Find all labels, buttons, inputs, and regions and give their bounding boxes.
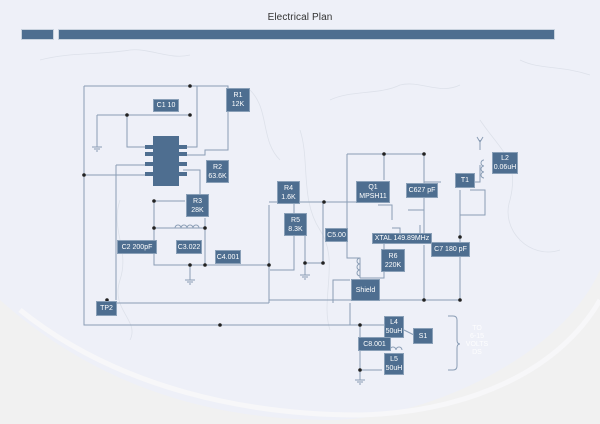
r6-value: 220K (384, 261, 402, 269)
xtal-label: XTAL 149.89MHz (374, 235, 430, 242)
r3-name: R3 (193, 197, 202, 205)
q1-name: Q1 (368, 184, 378, 191)
capacitor-c2[interactable]: C2 200pF (117, 240, 157, 254)
ic-pin (179, 172, 187, 176)
r5-value: 8.3K (288, 225, 303, 233)
transistor-q1[interactable]: Q1 MPSH11 (356, 181, 390, 203)
resistor-r2[interactable]: R2 63.6K (206, 160, 229, 183)
supply-note-line: 6-15 (469, 333, 484, 340)
resistor-r1[interactable]: R1 12K (226, 88, 250, 112)
switch-s1[interactable]: S1 (413, 328, 433, 344)
r4-name: R4 (284, 184, 293, 192)
c6-label: C627 pF (408, 187, 436, 194)
supply-note-line: TO (472, 325, 482, 332)
r2-value: 63.6K (208, 172, 227, 180)
ic-chip[interactable] (153, 136, 179, 186)
inductor-l4[interactable]: L4 50uH (384, 316, 404, 338)
ic-pin (145, 172, 153, 176)
r4-value: 1.6K (281, 193, 296, 201)
t1-label: T1 (460, 177, 470, 184)
c4-label: C4.001 (216, 253, 240, 261)
header-bar-main (58, 29, 555, 40)
resistor-r4[interactable]: R4 1.6K (277, 181, 300, 204)
c1-label: C1 10 (156, 102, 176, 109)
l2-name: L2 (501, 155, 509, 162)
inductor-l5[interactable]: L5 50uH (384, 353, 404, 375)
ic-pin (145, 145, 153, 149)
shield-label: Shield (355, 286, 376, 294)
supply-note: TO 6-15 VOLTS DS (462, 325, 492, 357)
resistor-r3[interactable]: R3 28K (186, 194, 209, 217)
r1-name: R1 (233, 92, 243, 99)
resistor-r6[interactable]: R6 220K (381, 249, 405, 272)
ic-pin (179, 152, 187, 156)
transformer-t1[interactable]: T1 (455, 173, 475, 188)
page-title: Electrical Plan (267, 12, 333, 23)
capacitor-c3[interactable]: C3.022 (176, 240, 202, 254)
capacitor-c5[interactable]: C5.00 (325, 228, 348, 242)
header-bar-left (21, 29, 54, 40)
c7-label: C7 180 pF (434, 246, 467, 253)
r2-name: R2 (213, 163, 222, 171)
q1-value: MPSH11 (359, 193, 387, 200)
c8-label: C8.001 (363, 340, 386, 348)
crystal-xtal[interactable]: XTAL 149.89MHz (372, 233, 432, 244)
l5-name: L5 (390, 356, 398, 363)
r1-value: 12K (231, 101, 245, 108)
r6-name: R6 (388, 252, 398, 260)
inductor-l2[interactable]: L2 0.06uH (492, 152, 518, 174)
capacitor-c7[interactable]: C7 180 pF (431, 242, 470, 257)
capacitor-c8[interactable]: C8.001 (358, 337, 391, 351)
c5-label: C5.00 (327, 231, 346, 239)
test-point-tp2[interactable]: TP2 (96, 301, 117, 316)
ic-pin (179, 145, 187, 149)
r3-value: 28K (191, 206, 204, 214)
capacitor-c4[interactable]: C4.001 (215, 250, 241, 264)
r5-name: R5 (291, 216, 300, 224)
tp2-label: TP2 (100, 305, 113, 312)
ic-pin (145, 162, 153, 166)
capacitor-c1[interactable]: C1 10 (153, 99, 179, 112)
capacitor-c6[interactable]: C627 pF (406, 183, 438, 198)
shield[interactable]: Shield (351, 279, 380, 301)
ic-pin (179, 162, 187, 166)
ic-pin (145, 152, 153, 156)
l4-name: L4 (390, 319, 398, 326)
l4-value: 50uH (385, 328, 403, 335)
l5-value: 50uH (385, 365, 403, 372)
supply-note-line: DS (472, 349, 482, 356)
s1-label: S1 (418, 332, 428, 340)
l2-value: 0.06uH (493, 164, 517, 171)
c2-label: C2 200pF (121, 243, 153, 251)
supply-note-line: VOLTS (465, 341, 489, 348)
resistor-r5[interactable]: R5 8.3K (284, 213, 307, 236)
c3-label: C3.022 (177, 243, 201, 251)
